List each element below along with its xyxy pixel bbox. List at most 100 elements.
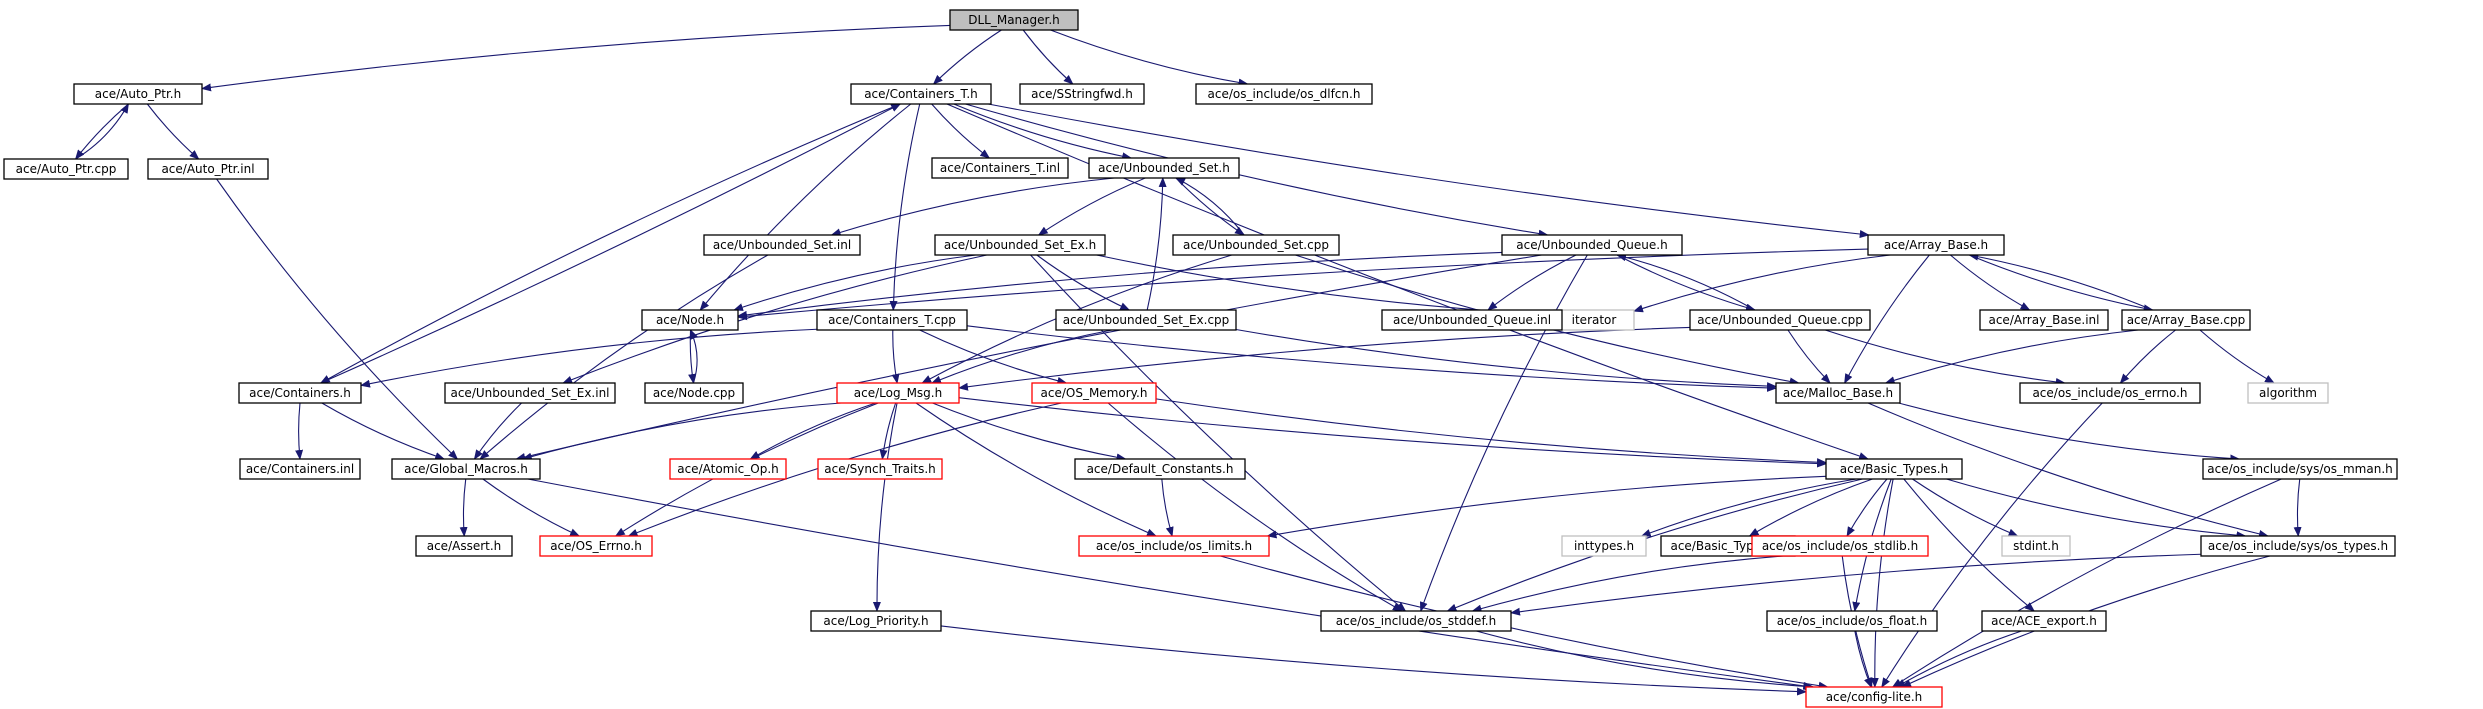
node-os-mman-h[interactable]: ace/os_include/sys/os_mman.h [2202, 458, 2398, 480]
edge-unbounded_set_inl-to-global_macros_h [479, 254, 769, 460]
node-box[interactable] [1172, 234, 1340, 256]
node-containers-inl[interactable]: ace/Containers.inl [239, 458, 361, 480]
node-os-types-h[interactable]: ace/os_include/sys/os_types.h [2200, 535, 2396, 557]
node-box[interactable] [1561, 535, 1647, 557]
node-label: stdint.h [2013, 539, 2059, 553]
node-box[interactable] [1031, 382, 1157, 404]
node-box[interactable] [238, 382, 362, 404]
node-box[interactable] [1867, 234, 2005, 256]
node-os-limits-h[interactable]: ace/os_include/os_limits.h [1078, 535, 1270, 557]
node-auto-ptr-h[interactable]: ace/Auto_Ptr.h [73, 83, 203, 105]
node-config-lite-h[interactable]: ace/config-lite.h [1805, 686, 1943, 708]
node-box[interactable] [2202, 458, 2398, 480]
node-box[interactable] [1805, 686, 1943, 708]
node-os-dlfcn-h[interactable]: ace/os_include/os_dlfcn.h [1195, 83, 1373, 105]
node-box[interactable] [2019, 382, 2201, 404]
node-log-priority-h[interactable]: ace/Log_Priority.h [810, 610, 942, 632]
node-box[interactable] [3, 158, 129, 180]
node-unbounded-set-ex-h[interactable]: ace/Unbounded_Set_Ex.h [934, 234, 1106, 256]
node-box[interactable] [934, 234, 1106, 256]
node-ace-export-h[interactable]: ace/ACE_export.h [1981, 610, 2107, 632]
node-box[interactable] [836, 382, 960, 404]
node-unbounded-set-cpp[interactable]: ace/Unbounded_Set.cpp [1172, 234, 1340, 256]
node-box[interactable] [1019, 83, 1145, 105]
node-os-memory-h[interactable]: ace/OS_Memory.h [1031, 382, 1157, 404]
node-box[interactable] [850, 83, 992, 105]
node-box[interactable] [2001, 535, 2071, 557]
node-array-base-cpp[interactable]: ace/Array_Base.cpp [2121, 309, 2251, 331]
node-stdint-h[interactable]: stdint.h [2001, 535, 2071, 557]
node-box[interactable] [1979, 309, 2109, 331]
node-box[interactable] [817, 458, 943, 480]
node-box[interactable] [1766, 610, 1938, 632]
node-node-h[interactable]: ace/Node.h [641, 309, 739, 331]
node-dll-manager[interactable]: DLL_Manager.h [949, 9, 1079, 31]
node-os-errno-h-inc[interactable]: ace/os_include/os_errno.h [2019, 382, 2201, 404]
node-algorithm[interactable]: algorithm [2247, 382, 2329, 404]
node-unbounded-set-ex-inl[interactable]: ace/Unbounded_Set_Ex.inl [444, 382, 616, 404]
node-os-float-h[interactable]: ace/os_include/os_float.h [1766, 610, 1938, 632]
node-log-msg-h[interactable]: ace/Log_Msg.h [836, 382, 960, 404]
node-box[interactable] [1981, 610, 2107, 632]
node-box[interactable] [1055, 309, 1237, 331]
node-box[interactable] [1320, 610, 1512, 632]
node-os-stddef-h[interactable]: ace/os_include/os_stddef.h [1320, 610, 1512, 632]
node-box[interactable] [816, 309, 968, 331]
node-unbounded-set-ex-cpp[interactable]: ace/Unbounded_Set_Ex.cpp [1055, 309, 1237, 331]
node-containers-t-h[interactable]: ace/Containers_T.h [850, 83, 992, 105]
node-iterator[interactable]: iterator [1553, 309, 1635, 331]
node-containers-t-inl[interactable]: ace/Containers_T.inl [931, 157, 1069, 179]
node-box[interactable] [73, 83, 203, 105]
node-unbounded-queue-inl[interactable]: ace/Unbounded_Queue.inl [1381, 309, 1563, 331]
node-basic-types-h[interactable]: ace/Basic_Types.h [1825, 458, 1963, 480]
node-auto-ptr-inl[interactable]: ace/Auto_Ptr.inl [147, 158, 269, 180]
node-box[interactable] [239, 458, 361, 480]
node-os-stdlib-h[interactable]: ace/os_include/os_stdlib.h [1751, 535, 1929, 557]
node-unbounded-set-h[interactable]: ace/Unbounded_Set.h [1088, 157, 1240, 179]
node-global-macros-h[interactable]: ace/Global_Macros.h [391, 458, 541, 480]
node-box[interactable] [931, 157, 1069, 179]
node-default-constants-h[interactable]: ace/Default_Constants.h [1074, 458, 1246, 480]
node-box[interactable] [2247, 382, 2329, 404]
node-box[interactable] [1751, 535, 1929, 557]
node-containers-h[interactable]: ace/Containers.h [238, 382, 362, 404]
node-box[interactable] [810, 610, 942, 632]
node-box[interactable] [1074, 458, 1246, 480]
node-box[interactable] [644, 382, 744, 404]
node-box[interactable] [415, 535, 513, 557]
node-containers-t-cpp[interactable]: ace/Containers_T.cpp [816, 309, 968, 331]
node-box[interactable] [444, 382, 616, 404]
node-unbounded-set-inl[interactable]: ace/Unbounded_Set.inl [703, 234, 861, 256]
node-inttypes-h[interactable]: inttypes.h [1561, 535, 1647, 557]
edge-containers_t_h-to-basic_types_h [946, 103, 1869, 460]
node-box[interactable] [641, 309, 739, 331]
node-box[interactable] [1088, 157, 1240, 179]
node-sstringfwd-h[interactable]: ace/SStringfwd.h [1019, 83, 1145, 105]
node-box[interactable] [391, 458, 541, 480]
node-unbounded-queue-cpp[interactable]: ace/Unbounded_Queue.cpp [1689, 309, 1871, 331]
node-array-base-inl[interactable]: ace/Array_Base.inl [1979, 309, 2109, 331]
node-os-errno-h[interactable]: ace/OS_Errno.h [539, 535, 653, 557]
node-box[interactable] [1078, 535, 1270, 557]
node-atomic-op-h[interactable]: ace/Atomic_Op.h [669, 458, 787, 480]
node-synch-traits-h[interactable]: ace/Synch_Traits.h [817, 458, 943, 480]
node-unbounded-queue-h[interactable]: ace/Unbounded_Queue.h [1501, 234, 1683, 256]
node-box[interactable] [1825, 458, 1963, 480]
node-box[interactable] [539, 535, 653, 557]
node-box[interactable] [669, 458, 787, 480]
node-array-base-h[interactable]: ace/Array_Base.h [1867, 234, 2005, 256]
node-box[interactable] [703, 234, 861, 256]
node-node-cpp[interactable]: ace/Node.cpp [644, 382, 744, 404]
node-box[interactable] [2200, 535, 2396, 557]
node-box[interactable] [1501, 234, 1683, 256]
node-assert-h[interactable]: ace/Assert.h [415, 535, 513, 557]
node-box[interactable] [1381, 309, 1563, 331]
node-box[interactable] [949, 9, 1079, 31]
node-box[interactable] [2121, 309, 2251, 331]
node-box[interactable] [1195, 83, 1373, 105]
node-malloc-base-h[interactable]: ace/Malloc_Base.h [1775, 382, 1901, 404]
node-box[interactable] [1689, 309, 1871, 331]
node-box[interactable] [147, 158, 269, 180]
node-auto-ptr-cpp[interactable]: ace/Auto_Ptr.cpp [3, 158, 129, 180]
node-box[interactable] [1775, 382, 1901, 404]
